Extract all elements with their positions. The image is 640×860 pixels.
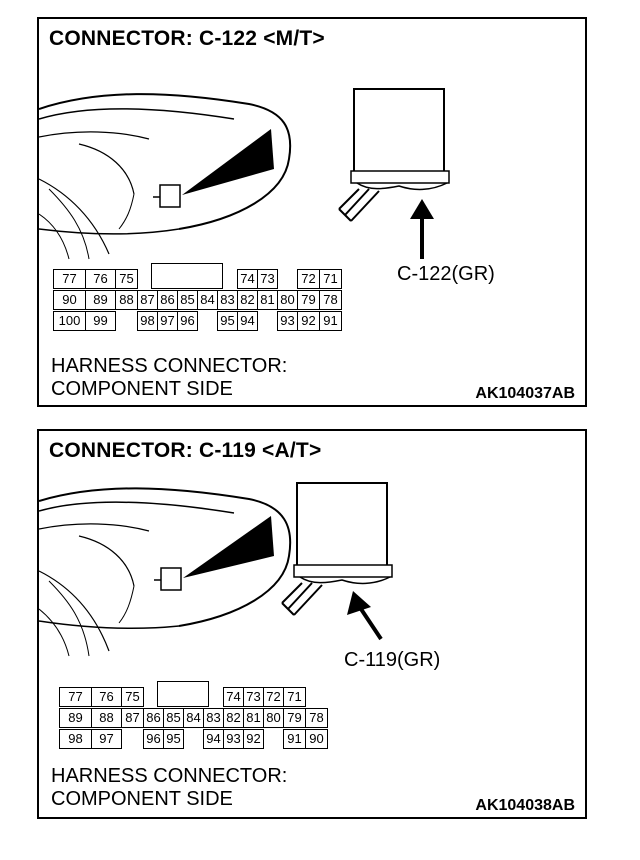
- pin-cell: 71: [283, 687, 306, 707]
- pin-cell: 75: [121, 687, 144, 707]
- caption-line-2: COMPONENT SIDE: [51, 788, 233, 810]
- figure-id: AK104038AB: [475, 797, 575, 814]
- pin-cell: 95: [217, 311, 238, 331]
- pin-cell: 78: [319, 290, 342, 310]
- pin-cell: 91: [283, 729, 306, 749]
- pin-cell: 87: [137, 290, 158, 310]
- pin-cell: 71: [319, 269, 342, 289]
- pin-cell: 81: [257, 290, 278, 310]
- pin-cell: 86: [143, 708, 164, 728]
- pin-cell: 85: [163, 708, 184, 728]
- connector-key-block: [151, 263, 223, 289]
- pin-cell: 78: [305, 708, 328, 728]
- pin-cell: 79: [283, 708, 306, 728]
- pin-cell: 97: [91, 729, 122, 749]
- pin-cell: 96: [143, 729, 164, 749]
- pin-cell: 74: [223, 687, 244, 707]
- pin-cell: 72: [263, 687, 284, 707]
- pin-cell: 93: [277, 311, 298, 331]
- pin-cell: 72: [297, 269, 320, 289]
- pin-cell: 73: [243, 687, 264, 707]
- pin-cell: 77: [53, 269, 86, 289]
- pin-cell: 73: [257, 269, 278, 289]
- pin-cell: 91: [319, 311, 342, 331]
- pin-cell: 95: [163, 729, 184, 749]
- pin-cell: 84: [183, 708, 204, 728]
- pin-cell: 92: [243, 729, 264, 749]
- pin-cell: 89: [59, 708, 92, 728]
- pin-cell: 76: [91, 687, 122, 707]
- pin-cell: 94: [203, 729, 224, 749]
- figure-id: AK104037AB: [475, 385, 575, 402]
- pin-cell: 86: [157, 290, 178, 310]
- pin-cell: 89: [85, 290, 116, 310]
- pin-cell: 98: [137, 311, 158, 331]
- pin-cell: 97: [157, 311, 178, 331]
- pin-cell: 90: [53, 290, 86, 310]
- connector-key-block: [157, 681, 209, 707]
- pin-cell: 83: [203, 708, 224, 728]
- pin-cell: 99: [85, 311, 116, 331]
- pin-cell: 85: [177, 290, 198, 310]
- connector-callout-label: C-119(GR): [344, 649, 441, 671]
- caption-line-1: HARNESS CONNECTOR:: [51, 355, 288, 377]
- pin-cell: 93: [223, 729, 244, 749]
- pin-cell: 80: [277, 290, 298, 310]
- pin-cell: 83: [217, 290, 238, 310]
- panel-title: CONNECTOR: C-122 <M/T>: [49, 27, 325, 50]
- pin-cell: 82: [223, 708, 244, 728]
- caption-line-2: COMPONENT SIDE: [51, 378, 233, 400]
- pin-cell: 88: [115, 290, 138, 310]
- pin-cell: 81: [243, 708, 264, 728]
- connector-callout-label: C-122(GR): [397, 263, 495, 285]
- pin-cell: 76: [85, 269, 116, 289]
- pin-cell: 96: [177, 311, 198, 331]
- pin-cell: 90: [305, 729, 328, 749]
- pin-cell: 77: [59, 687, 92, 707]
- pin-cell: 80: [263, 708, 284, 728]
- panel-title: CONNECTOR: C-119 <A/T>: [49, 439, 322, 462]
- pin-cell: 79: [297, 290, 320, 310]
- pin-cell: 82: [237, 290, 258, 310]
- dashboard-illustration: [39, 482, 393, 657]
- pin-cell: 87: [121, 708, 144, 728]
- pin-cell: 74: [237, 269, 258, 289]
- pin-cell: 98: [59, 729, 92, 749]
- pin-cell: 100: [53, 311, 86, 331]
- dashboard-illustration: [39, 88, 450, 260]
- pin-cell: 75: [115, 269, 138, 289]
- pin-cell: 84: [197, 290, 218, 310]
- caption-line-1: HARNESS CONNECTOR:: [51, 765, 288, 787]
- pin-cell: 94: [237, 311, 258, 331]
- pin-cell: 92: [297, 311, 320, 331]
- pin-cell: 88: [91, 708, 122, 728]
